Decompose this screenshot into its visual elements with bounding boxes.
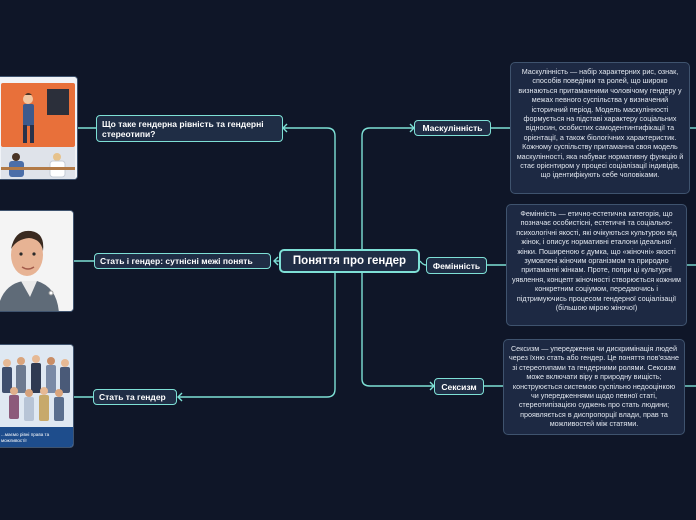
- central-topic[interactable]: Поняття про гендер: [279, 249, 420, 273]
- branch-femininity-label: Фемінність: [433, 261, 480, 271]
- branch-gender-equality-label: Що таке гендерна рівність та гендерні ст…: [102, 119, 277, 139]
- branch-sexism-label: Сексизм: [441, 382, 476, 392]
- branch-sexism[interactable]: Сексизм: [434, 378, 484, 395]
- group-caption-line1: ...маємо рівні права та: [1, 432, 50, 437]
- branch-sex-and-gender-boundaries[interactable]: Стать і гендер: сутнісні межі понять: [94, 253, 271, 269]
- branch-sex-and-gender-label: Стать та гендер: [99, 392, 166, 402]
- central-topic-label: Поняття про гендер: [293, 255, 406, 267]
- group-of-people-icon: ...маємо рівні права та можливості!: [0, 345, 74, 448]
- man-portrait-icon: [0, 211, 74, 312]
- note-masculinity-text: Маскулінність — набір характерних рис, о…: [517, 67, 684, 179]
- note-masculinity: Маскулінність — набір характерних рис, о…: [510, 62, 690, 194]
- branch-sex-and-gender-boundaries-label: Стать і гендер: сутнісні межі понять: [100, 256, 253, 266]
- branch-sex-and-gender[interactable]: Стать та гендер: [93, 389, 177, 405]
- branch-masculinity-label: Маскулінність: [422, 123, 482, 133]
- connector-right-3: [362, 272, 434, 386]
- connector-right-1: [362, 128, 414, 252]
- thumbnail-group[interactable]: ...маємо рівні права та можливості!: [0, 344, 74, 448]
- connector-left-3: [178, 272, 335, 397]
- note-sexism: Сексизм — упередження чи дискримінація л…: [503, 339, 685, 435]
- branch-femininity[interactable]: Фемінність: [426, 257, 487, 274]
- group-caption-line2: можливості!: [1, 438, 27, 443]
- note-femininity-text: Фемінність — етично-естетична категорія,…: [512, 209, 681, 312]
- branch-gender-equality[interactable]: Що таке гендерна рівність та гендерні ст…: [96, 115, 283, 142]
- note-sexism-text: Сексизм — упередження чи дискримінація л…: [509, 344, 679, 428]
- thumbnail-portrait[interactable]: [0, 210, 74, 312]
- branch-masculinity[interactable]: Маскулінність: [414, 120, 491, 136]
- note-femininity: Фемінність — етично-естетична категорія,…: [506, 204, 687, 326]
- classroom-illustration-icon: [0, 77, 78, 180]
- connector-left-1: [283, 128, 335, 252]
- thumbnail-classroom[interactable]: [0, 76, 78, 180]
